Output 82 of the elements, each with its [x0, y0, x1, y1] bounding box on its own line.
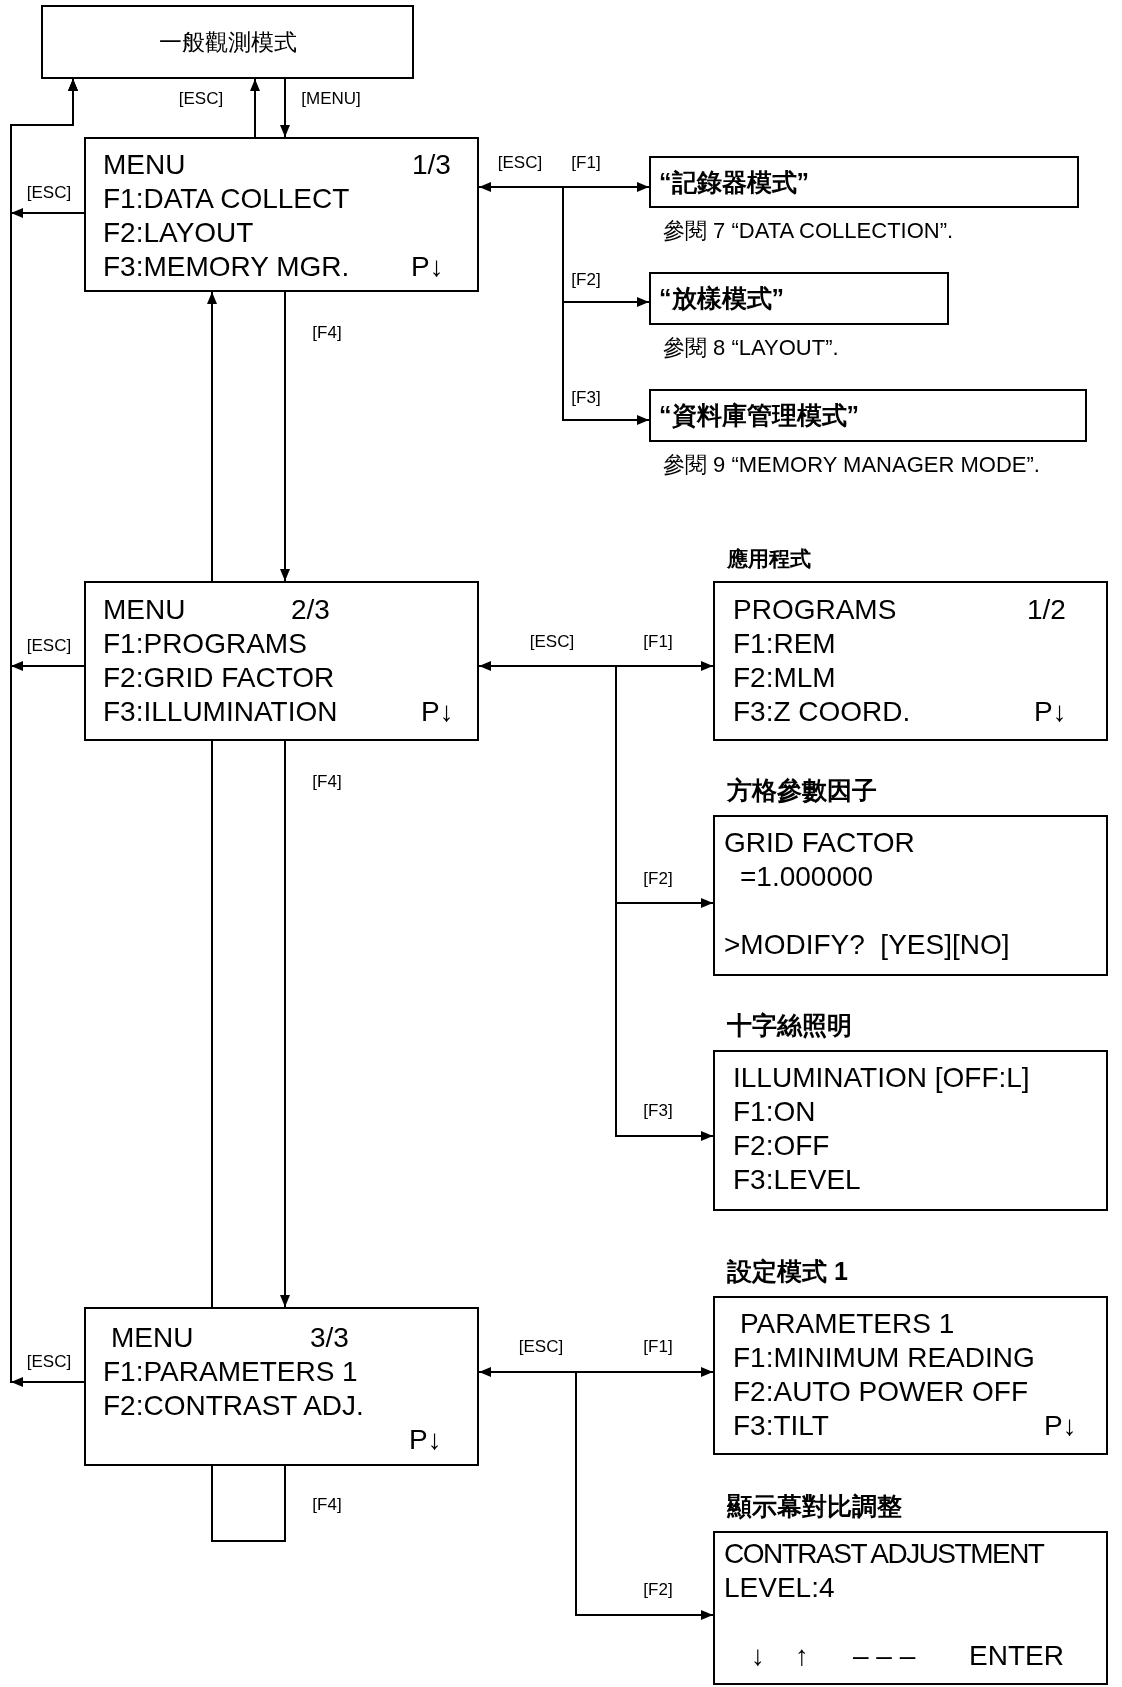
reference-note: 參閱 9 “MEMORY MANAGER MODE”. — [663, 451, 1040, 479]
key-label: [ESC] — [528, 632, 576, 652]
edge-label: [F4] — [311, 772, 343, 792]
mode-title: “放樣模式” — [659, 283, 784, 314]
screen-text: P↓ — [1034, 695, 1067, 729]
edge-label: [F3] — [570, 388, 602, 408]
screen-text: =1.000000 — [740, 860, 874, 894]
reference-note: 參閱 7 “DATA COLLECTION”. — [663, 217, 954, 245]
arrow — [207, 291, 217, 582]
screen-text: F3:LEVEL — [733, 1163, 861, 1197]
screen-text: MENU — [111, 1321, 194, 1355]
screen-text: F2:MLM — [733, 661, 836, 695]
screen-text: 1/3 — [412, 148, 451, 182]
screen-text: P↓ — [409, 1423, 442, 1457]
edge-label: [F1] — [642, 632, 674, 652]
mode-title: 一般觀測模式 — [158, 27, 297, 57]
arrow — [280, 291, 290, 582]
screen-text: >MODIFY? [YES][NO] — [724, 928, 1010, 962]
reference-note: 參閱 8 “LAYOUT”. — [663, 334, 839, 362]
screen-text: ILLUMINATION [OFF:L] — [733, 1061, 1030, 1095]
edge-label: [F1] — [570, 153, 602, 173]
arrow — [10, 78, 85, 1387]
screen-heading: 十字絲照明 — [727, 1010, 852, 1041]
screen-text: ↑ — [795, 1639, 809, 1673]
edge-label: [F2] — [642, 1580, 674, 1600]
display-screen — [84, 581, 479, 741]
mode-title: “資料庫管理模式” — [659, 400, 859, 431]
screen-text: F2:CONTRAST ADJ. — [103, 1389, 364, 1423]
screen-heading: 設定模式 1 — [727, 1256, 848, 1287]
screen-heading: 方格參數因子 — [727, 775, 877, 806]
edge-label: [ESC] — [25, 1352, 73, 1372]
edge-label: [ESC] — [177, 89, 225, 109]
screen-text: 1/2 — [1027, 593, 1066, 627]
screen-text: F3:ILLUMINATION — [103, 695, 338, 729]
screen-text: F1:DATA COLLECT — [103, 182, 350, 216]
edge-label: [ESC] — [25, 183, 73, 203]
edge-label: [F2] — [642, 869, 674, 889]
screen-text: F1:PROGRAMS — [103, 627, 307, 661]
edge-label: [F4] — [311, 323, 343, 343]
screen-text: PROGRAMS — [733, 593, 897, 627]
screen-text: MENU — [103, 593, 186, 627]
screen-text: 3/3 — [310, 1321, 349, 1355]
screen-text: F1:ON — [733, 1095, 816, 1129]
key-label: [ESC] — [517, 1337, 565, 1357]
edge-label: [ESC] — [25, 636, 73, 656]
screen-text: CONTRAST ADJUSTMENT — [724, 1537, 1044, 1571]
screen-heading: 應用程式 — [727, 546, 811, 572]
display-screen — [84, 1307, 479, 1466]
screen-text: F1:PARAMETERS 1 — [103, 1355, 358, 1389]
screen-text: ↓ — [751, 1639, 765, 1673]
edge-label: [MENU] — [300, 89, 362, 109]
screen-text: P↓ — [1044, 1409, 1077, 1443]
screen-text: P↓ — [411, 250, 444, 284]
screen-text: F3:Z COORD. — [733, 695, 911, 729]
screen-text: F2:GRID FACTOR — [103, 661, 335, 695]
screen-text: F1:MINIMUM READING — [733, 1341, 1035, 1375]
screen-text: F2:LAYOUT — [103, 216, 254, 250]
edge-label: [F4] — [311, 1495, 343, 1515]
edge-label: [F2] — [570, 270, 602, 290]
screen-text: F2:OFF — [733, 1129, 830, 1163]
edge-label: [F3] — [642, 1101, 674, 1121]
screen-text: F1:REM — [733, 627, 836, 661]
screen-text: F3:MEMORY MGR. — [103, 250, 350, 284]
screen-text: LEVEL:4 — [724, 1571, 835, 1605]
edge-label: [F1] — [642, 1337, 674, 1357]
display-screen — [84, 137, 479, 292]
arrow — [280, 740, 290, 1308]
screen-text: PARAMETERS 1 — [740, 1307, 955, 1341]
arrow — [250, 78, 260, 138]
screen-text: F2:AUTO POWER OFF — [733, 1375, 1029, 1409]
screen-text: MENU — [103, 148, 186, 182]
screen-text: 2/3 — [291, 593, 330, 627]
screen-text: GRID FACTOR — [724, 826, 915, 860]
screen-text: F3:TILT — [733, 1409, 829, 1443]
arrow — [280, 78, 290, 138]
mode-box — [41, 5, 414, 79]
key-label: [ESC] — [496, 153, 544, 173]
mode-title: “記錄器模式” — [659, 166, 809, 198]
screen-text: – – – — [853, 1639, 916, 1673]
screen-heading: 顯示幕對比調整 — [727, 1491, 902, 1522]
screen-text: ENTER — [969, 1639, 1064, 1673]
screen-text: P↓ — [421, 695, 454, 729]
